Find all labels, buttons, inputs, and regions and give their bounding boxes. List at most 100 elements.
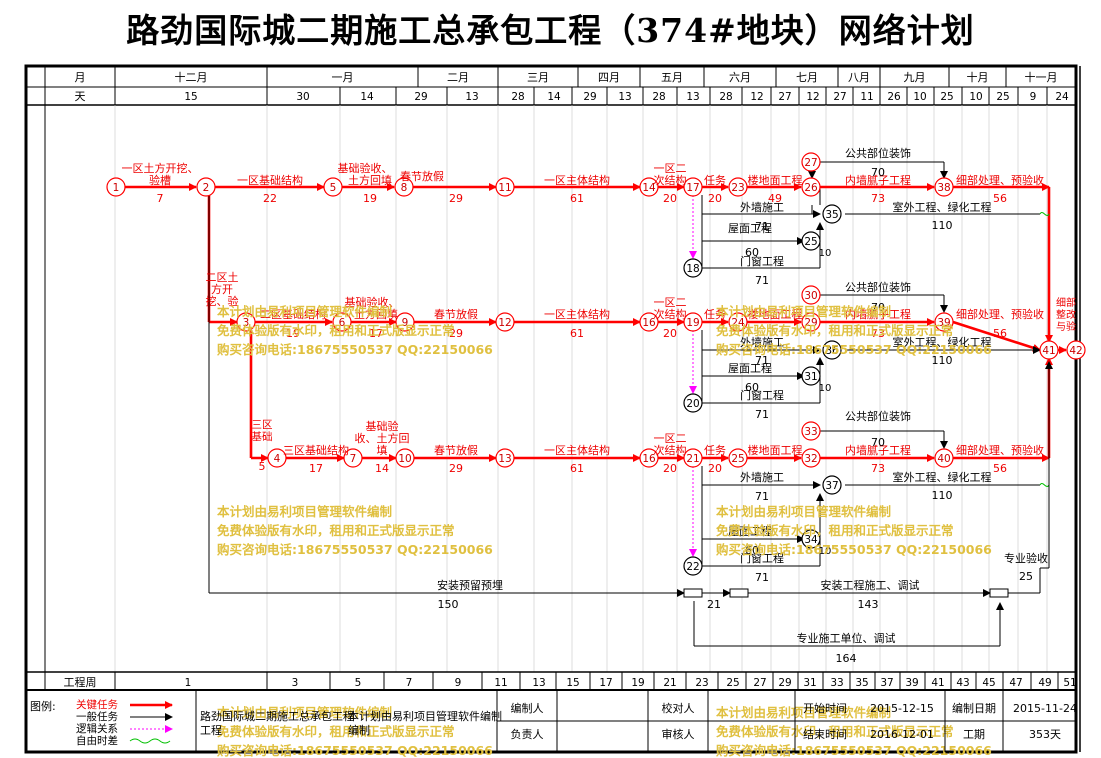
node-number: 9 <box>402 317 409 329</box>
month-label: 七月 <box>796 71 818 84</box>
day-label: 9 <box>1030 91 1037 103</box>
legend-label: 一般任务 <box>76 710 118 723</box>
event-node <box>728 312 748 332</box>
node-number: 2 <box>203 182 210 194</box>
month-label: 十二月 <box>175 70 208 84</box>
watermark-line: 本计划由易利项目管理软件编制 <box>217 705 392 720</box>
node-number: 11 <box>498 182 511 194</box>
watermark-line: 购买咨询电话:18675550537 QQ:22150066 <box>716 342 992 357</box>
node-number: 14 <box>642 182 656 194</box>
node-number: 22 <box>686 561 699 573</box>
week-label: 3 <box>292 677 299 689</box>
week-label: 33 <box>830 677 843 689</box>
event-node <box>495 448 515 468</box>
task-name: 细部处理、预验收 <box>956 307 1044 321</box>
event-node <box>934 448 954 468</box>
event-node <box>395 448 415 468</box>
duration-value: 353天 <box>1029 728 1061 741</box>
task-name: 外墙施工 <box>740 335 784 349</box>
float-wave <box>1039 212 1050 216</box>
duration-label: 工期 <box>963 728 985 741</box>
legend-float-swatch <box>129 738 171 744</box>
node-number: 3 <box>243 317 250 329</box>
task-name: 验槽 <box>149 173 171 187</box>
task-name: 公共部位装饰 <box>845 146 911 160</box>
week-label: 41 <box>931 677 944 689</box>
event-node <box>332 312 352 332</box>
task-duration: 56 <box>993 462 1007 475</box>
task-name: 细部处理、预验收 <box>956 443 1044 457</box>
task-duration: 25 <box>1019 570 1033 583</box>
end-value: 2016-12-01 <box>870 728 934 741</box>
task-duration: 73 <box>871 192 885 205</box>
start-label: 开始时间 <box>803 701 847 715</box>
start-value: 2015-12-15 <box>870 702 934 715</box>
auditor-label: 审核人 <box>662 727 695 741</box>
node-number: 32 <box>804 453 817 465</box>
event-node <box>801 366 821 386</box>
week-label: 49 <box>1038 677 1051 689</box>
task-duration: 60 <box>745 246 759 259</box>
node-number: 31 <box>804 371 817 383</box>
task-duration: 61 <box>570 192 584 205</box>
owner-label: 负责人 <box>511 727 544 741</box>
month-row-label: 月 <box>75 71 86 84</box>
node-number: 17 <box>686 182 699 194</box>
day-label: 12 <box>750 91 763 103</box>
task-name: 填 <box>377 443 388 457</box>
day-label: 14 <box>360 91 374 103</box>
week-label: 25 <box>726 677 739 689</box>
week-label: 37 <box>880 677 893 689</box>
task-name: 细部 <box>1056 296 1076 309</box>
task-name: 一区基础结构 <box>237 173 303 187</box>
task-duration: 70 <box>871 166 885 179</box>
event-node <box>106 177 126 197</box>
week-label: 11 <box>494 677 507 689</box>
task-name: 整改 <box>1056 308 1076 321</box>
month-label: 九月 <box>904 71 926 84</box>
task-arrows <box>124 161 1067 647</box>
month-label: 二月 <box>447 71 469 84</box>
event-node <box>822 475 842 495</box>
event-node <box>683 556 703 576</box>
node-number: 41 <box>1042 345 1055 357</box>
watermark-line: 本计划由易利项目管理软件编制 <box>716 504 891 519</box>
legend-label: 自由时差 <box>76 734 118 747</box>
task-duration: 17 <box>309 462 323 475</box>
task-duration: 7 <box>157 192 164 205</box>
task-duration: 73 <box>871 327 885 340</box>
task-name: 门窗工程 <box>740 551 784 565</box>
watermark-line: 免费体验版有水印，租用和正式版显示正常 <box>217 724 455 739</box>
week-label: 21 <box>663 677 676 689</box>
node-number: 37 <box>825 480 838 492</box>
week-label: 35 <box>855 677 868 689</box>
task-name: 基础验收、 <box>345 295 400 309</box>
node-number: 34 <box>804 534 818 546</box>
task-name: 任务 <box>704 174 726 187</box>
task-duration: 20 <box>663 327 677 340</box>
task-duration: 20 <box>663 462 677 475</box>
task-name: 门窗工程 <box>740 254 784 268</box>
node-number: 33 <box>804 426 817 438</box>
task-duration: 56 <box>993 327 1007 340</box>
node-number: 1 <box>113 182 120 194</box>
event-node <box>683 258 703 278</box>
install-node <box>989 588 1009 598</box>
day-label: 30 <box>296 91 309 103</box>
week-label: 43 <box>956 677 969 689</box>
week-label: 17 <box>599 677 612 689</box>
task-name: 土方回填 <box>348 173 392 187</box>
event-node <box>801 529 821 549</box>
task-duration: 143 <box>858 598 879 611</box>
week-label: 9 <box>455 677 462 689</box>
day-label: 25 <box>940 91 953 103</box>
event-node <box>683 448 703 468</box>
task-name: 门窗工程 <box>740 388 784 402</box>
task-name: 基础验 <box>366 419 399 433</box>
day-label: 27 <box>778 91 791 103</box>
day-label: 12 <box>806 91 819 103</box>
event-node <box>934 177 954 197</box>
